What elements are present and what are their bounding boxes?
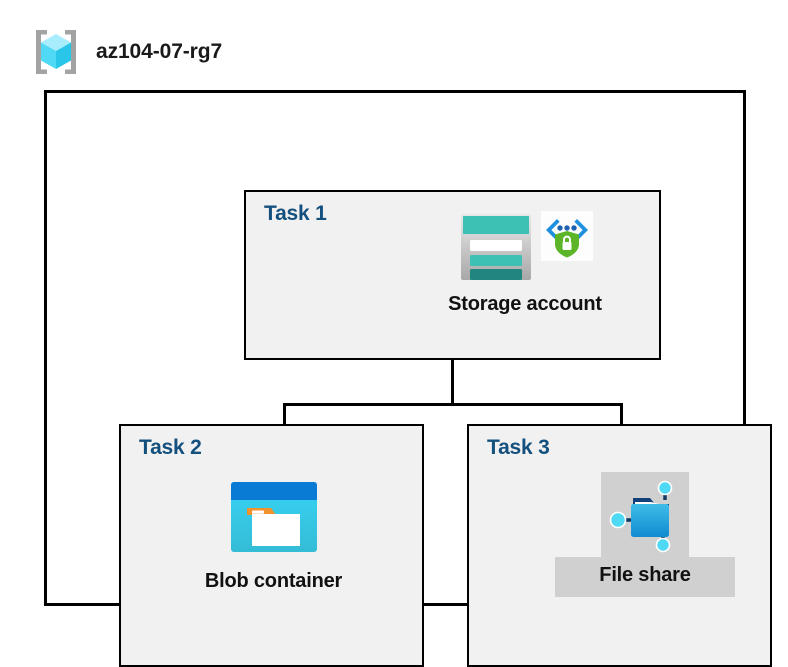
task-1-label: Task 1 — [264, 202, 327, 225]
storage-account-caption: Storage account — [448, 293, 602, 315]
task-2-box: Task 2 Blob container — [119, 424, 424, 667]
resource-group-title: az104-07-rg7 — [96, 40, 223, 63]
storage-account-node: Storage account — [385, 211, 665, 316]
horizontal-bus — [283, 403, 623, 406]
file-share-icon — [609, 480, 673, 552]
storage-account-icon — [461, 214, 531, 280]
storage-account-icon-group — [457, 211, 593, 287]
blob-container-caption: Blob container — [204, 570, 343, 592]
storage-to-bus-trunk — [451, 360, 454, 406]
resource-group-icon — [36, 30, 76, 74]
task-3-label: Task 3 — [487, 436, 550, 459]
secure-endpoint-shield-icon — [541, 211, 593, 261]
file-share-icon-plate — [601, 472, 689, 557]
file-share-node: File share — [555, 472, 735, 597]
file-share-caption-plate: File share — [555, 557, 735, 597]
blob-container-icon — [230, 482, 317, 552]
task-2-label: Task 2 — [139, 436, 202, 459]
blob-container-node: Blob container — [157, 481, 390, 593]
file-share-caption: File share — [599, 564, 691, 586]
diagram-header: az104-07-rg7 — [30, 26, 222, 78]
task-1-box: Task 1 — [244, 190, 661, 360]
task-3-box: Task 3 — [467, 424, 772, 667]
resource-group-container: Task 1 — [44, 90, 772, 667]
